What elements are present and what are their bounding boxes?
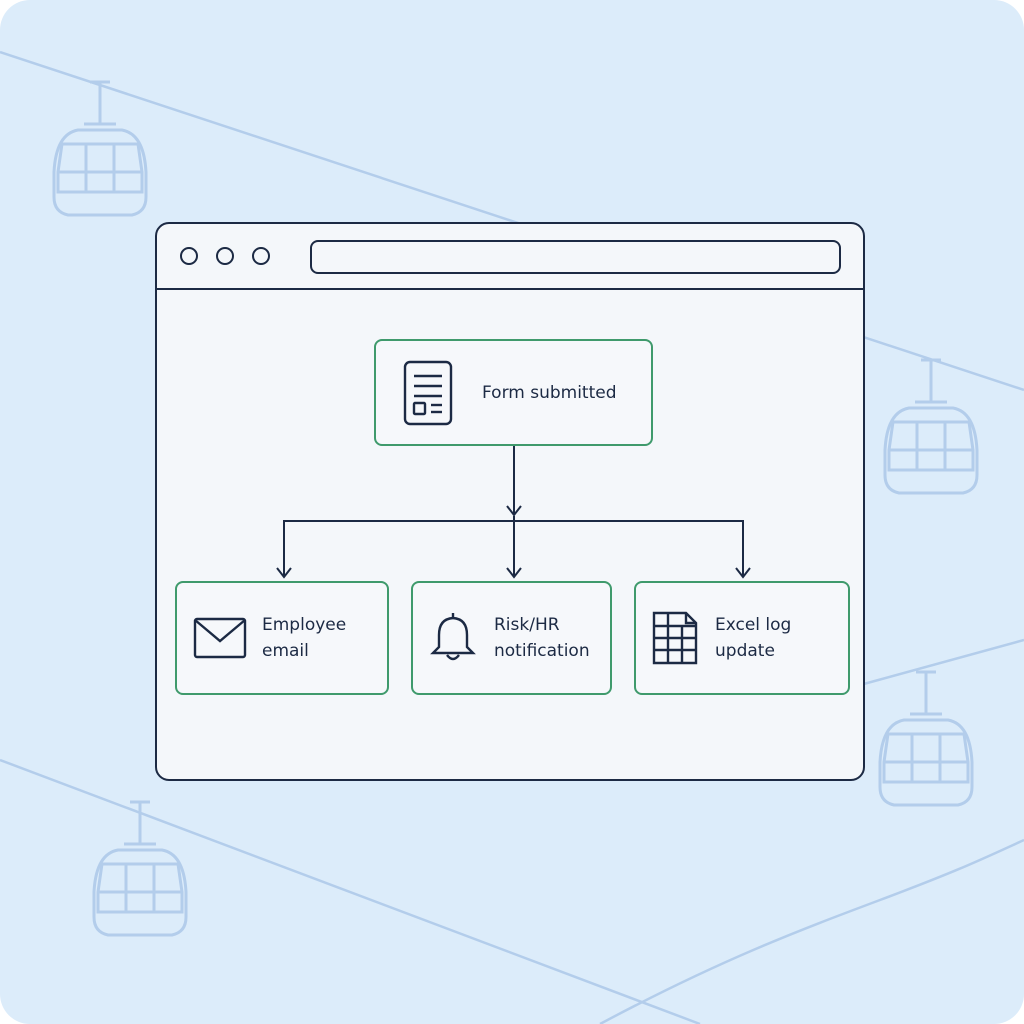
- arrow-head-icon: [735, 567, 751, 579]
- cable-line: [859, 638, 1024, 687]
- window-titlebar: [157, 224, 863, 290]
- arrow-head-icon: [506, 505, 522, 517]
- node-label: Excel log update: [715, 615, 792, 661]
- cable-line: [0, 758, 701, 1024]
- window-control-circle-icon[interactable]: [216, 247, 234, 265]
- envelope-icon: [192, 616, 248, 660]
- node-label: Risk/HR notification: [494, 615, 590, 661]
- window-control-circle-icon[interactable]: [252, 247, 270, 265]
- cable-car-icon: [52, 80, 148, 217]
- node-form-submitted[interactable]: Form submitted: [374, 339, 653, 446]
- bell-icon: [430, 611, 476, 665]
- address-bar[interactable]: [310, 240, 841, 274]
- window-control-circle-icon[interactable]: [180, 247, 198, 265]
- arrow-head-icon: [506, 567, 522, 579]
- form-document-icon: [402, 359, 454, 427]
- spreadsheet-icon: [651, 610, 699, 666]
- browser-window: Form submitted Employee email: [155, 222, 865, 781]
- cable-car-icon: [878, 670, 974, 807]
- cable-car-icon: [92, 800, 188, 937]
- cable-car-icon: [883, 358, 979, 495]
- hill-line: [599, 838, 1024, 1024]
- node-label: Employee email: [262, 615, 347, 661]
- node-risk-hr-notification[interactable]: Risk/HR notification: [411, 581, 612, 695]
- node-employee-email[interactable]: Employee email: [175, 581, 389, 695]
- arrow-head-icon: [276, 567, 292, 579]
- node-excel-log-update[interactable]: Excel log update: [634, 581, 850, 695]
- node-label: Form submitted: [482, 382, 617, 403]
- flow-connectors: [276, 446, 751, 579]
